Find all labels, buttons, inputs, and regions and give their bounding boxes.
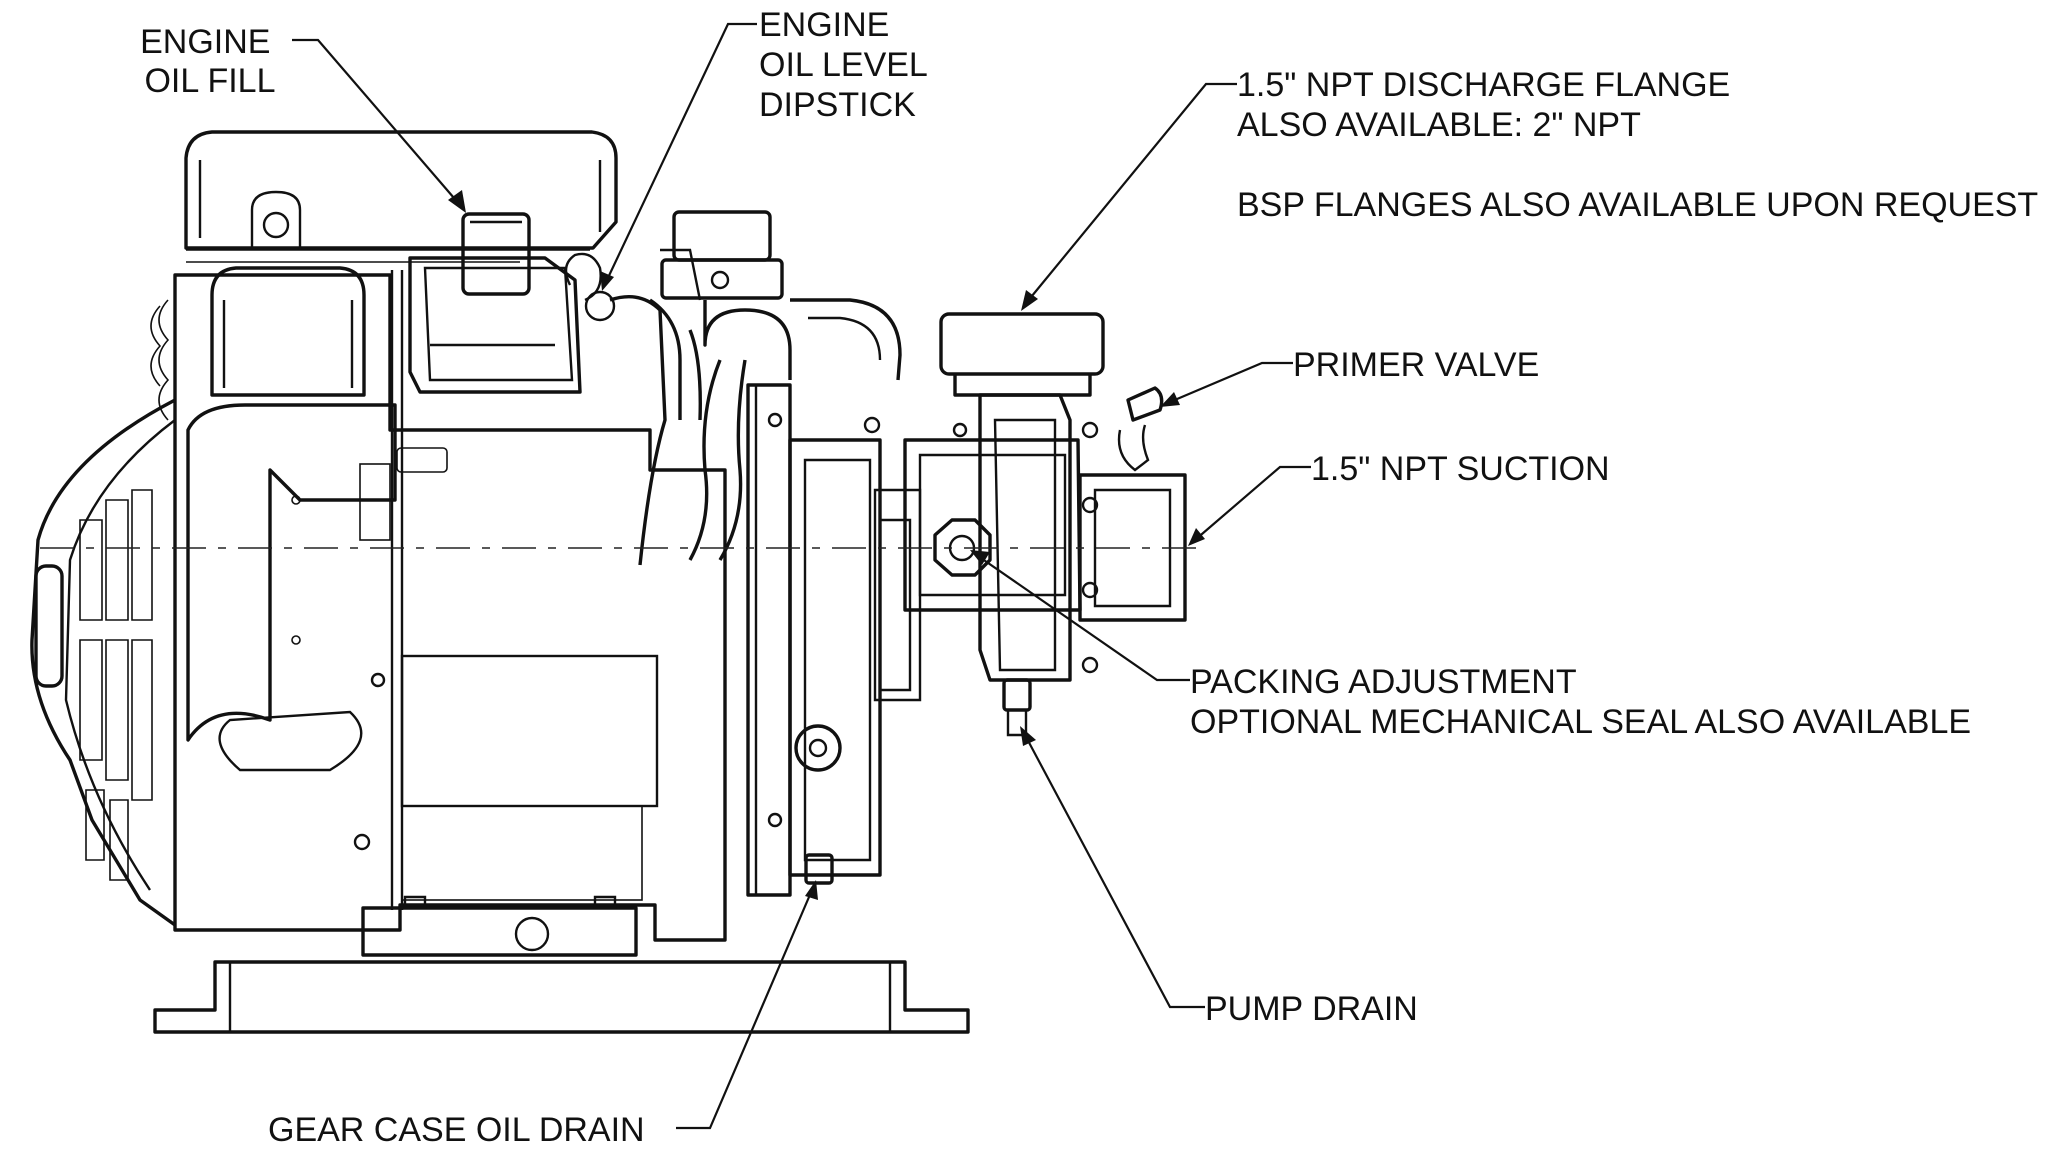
label-packing-adjustment: PACKING ADJUSTMENT OPTIONAL MECHANICAL S… — [1190, 663, 1971, 741]
label-gear-case-oil-drain: GEAR CASE OIL DRAIN — [268, 1111, 645, 1149]
callout-leaders — [292, 22, 1311, 1130]
label-pump-drain: PUMP DRAIN — [1205, 990, 1418, 1028]
label-primer-valve: PRIMER VALVE — [1293, 346, 1539, 384]
gear-case — [660, 210, 922, 897]
callout-labels: ENGINE OIL FILL ENGINE OIL LEVEL DIPSTIC… — [140, 6, 2038, 1149]
label-suction: 1.5" NPT SUCTION — [1311, 450, 1610, 488]
label-engine-oil-level-dipstick: ENGINE OIL LEVEL DIPSTICK — [759, 6, 936, 124]
label-bsp-note: BSP FLANGES ALSO AVAILABLE UPON REQUEST — [1237, 186, 2038, 224]
pump — [903, 312, 1187, 737]
dipstick-hoses — [564, 248, 702, 566]
engine — [30, 130, 970, 1034]
label-discharge-flange: 1.5" NPT DISCHARGE FLANGE ALSO AVAILABLE… — [1237, 66, 1740, 144]
label-engine-oil-fill: ENGINE OIL FILL — [140, 23, 280, 100]
